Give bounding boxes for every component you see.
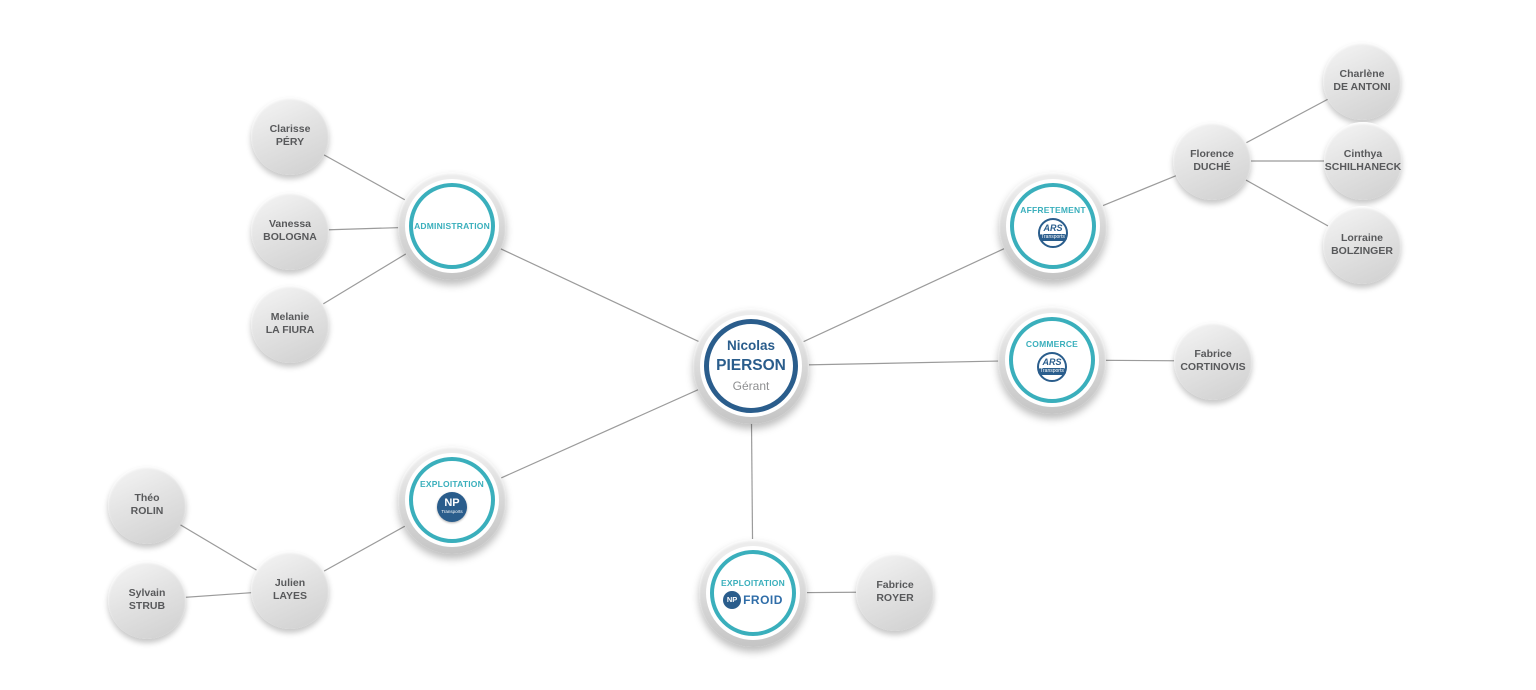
dept-mid-ring: AFFRETEMENT ARS Transports	[1006, 179, 1100, 273]
ars-logo-sub: Transports	[1038, 368, 1066, 375]
ceo-mid-ring: Nicolas PIERSON Gérant	[700, 315, 802, 417]
node-person-charlene-de-antoni: Charlène DE ANTONI	[1323, 42, 1401, 120]
person-last-name: DE ANTONI	[1333, 81, 1391, 93]
person-first-name: Fabrice	[876, 578, 914, 591]
ars-logo-sub: Transports	[1039, 234, 1067, 241]
np-logo-name: NP	[444, 497, 460, 510]
person-last-name: LA FIURA	[265, 324, 315, 336]
node-person-theo-rolin: Théo ROLIN	[108, 466, 186, 544]
node-nicolas-pierson: Nicolas PIERSON Gérant	[693, 308, 809, 424]
node-person-fabrice-cortinovis: Fabrice CORTINOVIS	[1174, 322, 1252, 400]
dept-inner-circle: COMMERCE ARS Transports	[1009, 317, 1095, 403]
person-last-name: ROYER	[876, 592, 914, 604]
dept-inner-circle: EXPLOITATION NP FROID	[710, 550, 796, 636]
person-first-name: Lorraine	[1340, 231, 1383, 244]
node-dept-affretement: AFFRETEMENT ARS Transports	[999, 172, 1107, 280]
node-person-clarisse-pery: Clarisse PÉRY	[251, 97, 329, 175]
np-froid-logo-word: FROID	[743, 592, 783, 607]
np-transports-logo: NP Transports	[437, 491, 467, 522]
node-person-melanie-la-fiura: Melanie LA FIURA	[251, 285, 329, 363]
dept-outer-ring: AFFRETEMENT ARS Transports	[999, 172, 1107, 280]
dept-inner-circle: EXPLOITATION NP Transports	[409, 457, 495, 543]
node-person-cinthya-schilhaneck: Cinthya SCHILHANECK	[1324, 122, 1402, 200]
dept-outer-ring: COMMERCE ARS Transports	[998, 306, 1106, 414]
person-last-name: PÉRY	[275, 136, 305, 148]
person-last-name: CORTINOVIS	[1180, 361, 1246, 373]
dept-label-exploitation-froid: EXPLOITATION	[721, 577, 785, 588]
node-person-florence-duche: Florence DUCHÉ	[1173, 122, 1251, 200]
person-first-name: Théo	[134, 491, 160, 504]
person-first-name: Sylvain	[128, 586, 166, 599]
person-last-name: LAYES	[272, 590, 308, 602]
node-person-sylvain-strub: Sylvain STRUB	[108, 561, 186, 639]
person-first-name: Charlène	[1339, 67, 1385, 80]
ceo-first-name: Nicolas	[726, 337, 776, 353]
person-last-name: BOLZINGER	[1331, 245, 1393, 257]
dept-label-exploitation-np: EXPLOITATION	[420, 478, 484, 489]
dept-mid-ring: EXPLOITATION NP FROID	[706, 546, 800, 640]
person-first-name: Vanessa	[268, 217, 312, 230]
person-first-name: Florence	[1190, 147, 1234, 160]
ceo-last-name: PIERSON	[716, 357, 786, 374]
person-last-name: ROLIN	[130, 505, 164, 517]
node-dept-administration: ADMINISTRATION	[398, 172, 506, 280]
dept-label-commerce: COMMERCE	[1025, 338, 1079, 349]
ars-logo-name: ARS	[1043, 223, 1063, 234]
ceo-outer-ring: Nicolas PIERSON Gérant	[693, 308, 809, 424]
person-last-name: BOLOGNA	[263, 231, 317, 243]
node-dept-exploitation-np: EXPLOITATION NP Transports	[398, 446, 506, 554]
node-dept-commerce: COMMERCE ARS Transports	[998, 306, 1106, 414]
node-person-julien-layes: Julien LAYES	[251, 551, 329, 629]
dept-mid-ring: EXPLOITATION NP Transports	[405, 453, 499, 547]
person-last-name: STRUB	[128, 600, 166, 612]
np-froid-logo-circle: NP	[723, 590, 742, 609]
np-froid-logo: NP FROID	[723, 590, 783, 609]
dept-mid-ring: ADMINISTRATION	[405, 179, 499, 273]
ars-transports-logo: ARS Transports	[1037, 351, 1067, 382]
dept-mid-ring: COMMERCE ARS Transports	[1005, 313, 1099, 407]
person-first-name: Clarisse	[269, 122, 311, 135]
node-person-fabrice-royer: Fabrice ROYER	[856, 553, 934, 631]
dept-inner-circle: ADMINISTRATION	[409, 183, 495, 269]
person-last-name: SCHILHANECK	[1324, 161, 1402, 173]
dept-outer-ring: EXPLOITATION NP Transports	[398, 446, 506, 554]
node-person-vanessa-bologna: Vanessa BOLOGNA	[251, 192, 329, 270]
np-logo-sub: Transports	[441, 509, 463, 515]
person-first-name: Cinthya	[1343, 147, 1383, 160]
ars-logo-name: ARS	[1042, 357, 1062, 368]
dept-label-affretement: AFFRETEMENT	[1020, 204, 1086, 215]
person-first-name: Melanie	[270, 310, 310, 323]
node-dept-exploitation-froid: EXPLOITATION NP FROID	[699, 539, 807, 647]
ars-transports-logo: ARS Transports	[1038, 217, 1068, 248]
person-first-name: Fabrice	[1194, 347, 1232, 360]
dept-outer-ring: ADMINISTRATION	[398, 172, 506, 280]
ceo-inner-circle: Nicolas PIERSON Gérant	[704, 319, 798, 413]
dept-outer-ring: EXPLOITATION NP FROID	[699, 539, 807, 647]
dept-inner-circle: AFFRETEMENT ARS Transports	[1010, 183, 1096, 269]
person-last-name: DUCHÉ	[1193, 161, 1231, 173]
ceo-role: Gérant	[732, 378, 770, 393]
dept-label-administration: ADMINISTRATION	[414, 221, 490, 231]
node-person-lorraine-bolzinger: Lorraine BOLZINGER	[1323, 206, 1401, 284]
person-first-name: Julien	[274, 576, 306, 589]
